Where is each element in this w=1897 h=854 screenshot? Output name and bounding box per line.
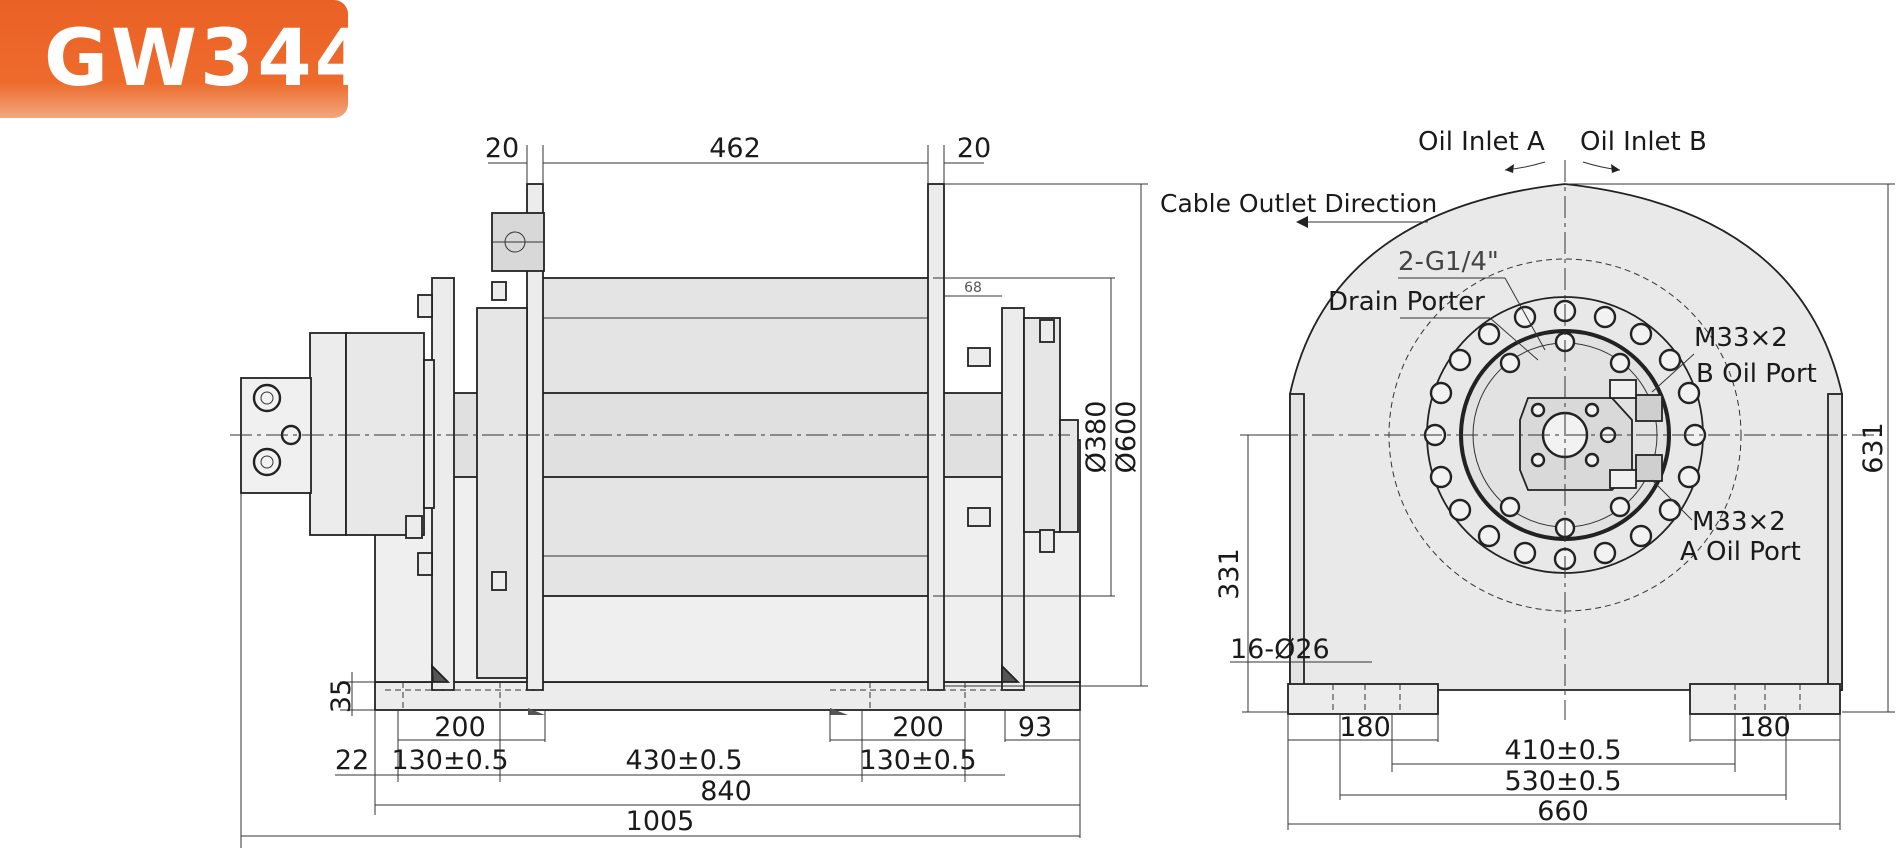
label-drain-port: Drain Porter <box>1328 287 1485 317</box>
dim-drum-dia: Ø380 <box>1081 401 1112 474</box>
label-a-thread: M33×2 <box>1692 507 1786 537</box>
dim-foot-left: 180 <box>1339 712 1391 743</box>
dim-hole-spacing-inner: 410±0.5 <box>1504 735 1621 766</box>
dim-hole-spacing-right: 130±0.5 <box>859 745 976 776</box>
side-view: 20 462 20 68 Ø380 Ø600 35 200 200 <box>230 133 1148 848</box>
dim-foot-right: 180 <box>1739 712 1791 743</box>
dim-center-height: 331 <box>1214 548 1245 600</box>
dim-end-offset: 93 <box>1018 712 1052 743</box>
model-badge: GW344 <box>0 0 369 118</box>
dim-slot-left: 200 <box>434 712 486 743</box>
left-support <box>431 277 455 691</box>
dim-edge-offset: 22 <box>335 745 369 776</box>
dim-overall-width: 660 <box>1537 796 1589 827</box>
dim-base-length: 840 <box>700 776 752 807</box>
dim-hole-spacing-outer: 530±0.5 <box>1504 766 1621 797</box>
dim-base-height: 35 <box>326 679 357 713</box>
end-view: 331 631 180 180 410±0.5 530±0.5 660 16-Ø… <box>1160 127 1895 830</box>
foot-left <box>1287 683 1439 715</box>
bolt-ring <box>1423 299 1707 571</box>
right-support <box>1001 307 1025 691</box>
right-flange <box>927 183 945 691</box>
label-oil-inlet-a: Oil Inlet A <box>1418 127 1545 157</box>
label-b-thread: M33×2 <box>1694 323 1788 353</box>
motor-cap <box>309 332 347 536</box>
label-b-port: B Oil Port <box>1696 359 1817 389</box>
dim-overall-length: 1005 <box>626 806 695 837</box>
model-title: GW344 <box>44 14 372 104</box>
dim-flange-right: 20 <box>957 133 991 164</box>
label-port-size: 2-G1/4" <box>1398 247 1499 277</box>
dim-small-gap: 68 <box>964 280 982 296</box>
dim-hole-spacing-left: 130±0.5 <box>391 745 508 776</box>
label-mount-holes: 16-Ø26 <box>1230 634 1330 665</box>
label-a-port: A Oil Port <box>1680 537 1801 567</box>
label-cable-outlet: Cable Outlet Direction <box>1160 189 1437 218</box>
motor-body <box>345 332 425 536</box>
dim-flange-dia: Ø600 <box>1111 401 1142 474</box>
label-oil-inlet-b: Oil Inlet B <box>1580 127 1707 157</box>
dim-overall-height: 631 <box>1858 422 1889 474</box>
dim-hole-center: 430±0.5 <box>625 745 742 776</box>
dim-slot-right: 200 <box>892 712 944 743</box>
dim-drum-length: 462 <box>709 133 761 164</box>
dim-flange-left: 20 <box>485 133 519 164</box>
